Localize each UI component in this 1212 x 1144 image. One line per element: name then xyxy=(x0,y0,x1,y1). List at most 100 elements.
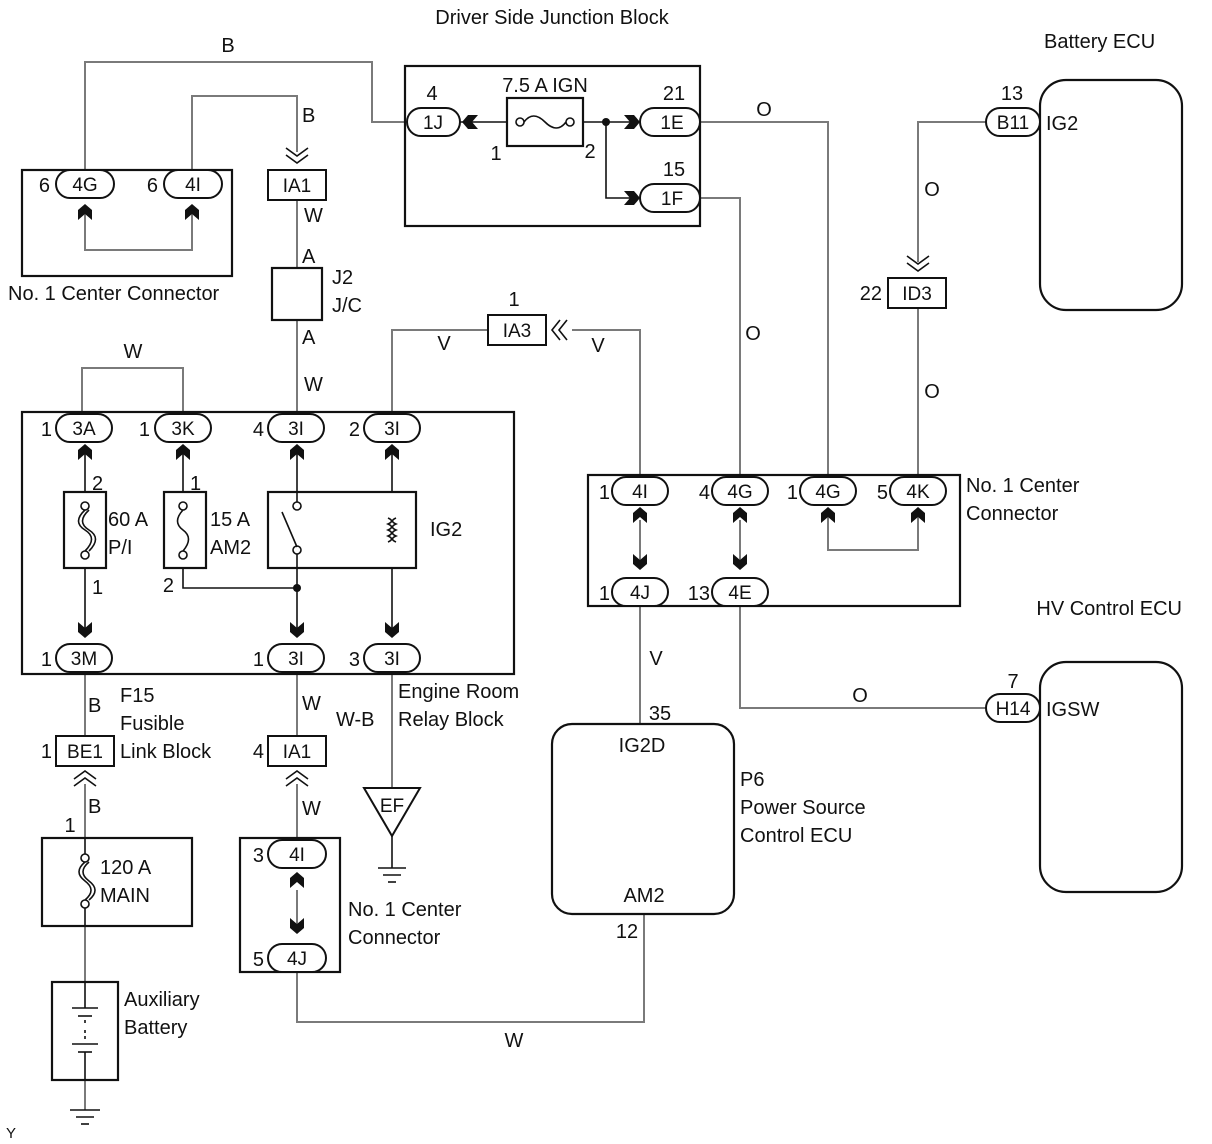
ecu-pin-ig2d: IG2D xyxy=(619,735,666,757)
pin-1j: 4 xyxy=(426,83,437,105)
pin-4j-right: 1 xyxy=(599,583,610,605)
conn-4j-right: 4J xyxy=(630,583,650,604)
wire-b-top xyxy=(84,61,405,170)
conn-1e: 1E xyxy=(660,113,683,134)
wire-color-3m-b: B xyxy=(88,695,101,717)
conn-4j-bottom: 4J xyxy=(287,949,307,970)
f15-label-3: Link Block xyxy=(120,741,212,763)
am2-fuse-name: AM2 xyxy=(210,537,251,559)
pin-4g-right-1: 4 xyxy=(699,482,710,504)
center-connector-label-right-2: Connector xyxy=(966,503,1059,525)
wire-o-1f-4g xyxy=(700,197,741,475)
conn-ia3: IA3 xyxy=(503,321,532,342)
pin-am2-bottom: 2 xyxy=(163,575,174,597)
pin-ig2d: 35 xyxy=(649,703,671,725)
wire-v-ia3-4i xyxy=(572,329,641,475)
wire-b-ia1 xyxy=(191,95,298,170)
pin-am2-ecu: 12 xyxy=(616,921,638,943)
wire-o-4e-h14 xyxy=(739,606,986,709)
conn-3a: 3A xyxy=(72,419,96,440)
wire-o-1e-4g xyxy=(700,121,829,475)
ef-ground-icon xyxy=(362,787,422,883)
pin-4e: 13 xyxy=(688,583,710,605)
conn-id3: ID3 xyxy=(902,284,932,305)
conn-3i-d: 3I xyxy=(384,649,400,670)
connector-pills xyxy=(55,107,1041,973)
conn-ia1-top: IA1 xyxy=(283,176,312,197)
power-source-control-ecu xyxy=(550,722,736,916)
wire-color-ia1-w2: W xyxy=(302,798,321,820)
pin-pi-top: 2 xyxy=(92,473,103,495)
wire-color-ia3-v1: V xyxy=(437,333,451,355)
pin-am2-top: 1 xyxy=(190,473,201,495)
wire-color-1e-o: O xyxy=(756,99,772,121)
wire-color-ia3-v2: V xyxy=(591,335,605,357)
battery-ecu-title: Battery ECU xyxy=(1044,31,1155,53)
main-fuse-box xyxy=(40,836,194,928)
pin-fuse-in: 1 xyxy=(490,143,501,165)
conn-b11: B11 xyxy=(997,113,1029,134)
wire-color-top-b: B xyxy=(221,35,234,57)
conn-3i-a: 3I xyxy=(288,419,304,440)
j2-label: J2 xyxy=(332,267,353,289)
conn-3i-c: 3I xyxy=(288,649,304,670)
aux-battery-label-2: Battery xyxy=(124,1017,187,1039)
ecu-pin-igsw: IGSW xyxy=(1046,699,1099,721)
pin-3a: 1 xyxy=(41,419,52,441)
hv-ecu-title: HV Control ECU xyxy=(1036,598,1182,620)
p6-label-1: P6 xyxy=(740,769,764,791)
wire-color-h14-o: O xyxy=(852,685,868,707)
pin-ia3: 1 xyxy=(508,289,519,311)
relay-splice xyxy=(293,584,301,592)
battery-symbol xyxy=(72,982,98,1080)
conn-4g-right-1: 4G xyxy=(727,482,752,503)
pin-b11: 13 xyxy=(1001,83,1023,105)
center-connector-label-bottom-1: No. 1 Center xyxy=(348,899,462,921)
ig2-relay xyxy=(266,490,418,570)
pin-ia1-bottom: 4 xyxy=(253,741,264,763)
p6-label-2: Power Source xyxy=(740,797,866,819)
pin-main: 1 xyxy=(64,815,75,837)
pin-3m: 1 xyxy=(41,649,52,671)
wire-color-j2-a1: A xyxy=(302,246,316,268)
engine-room-label-1: Engine Room xyxy=(398,681,519,703)
wire-color-j2-w: W xyxy=(304,374,323,396)
wire-color-b11-o: O xyxy=(924,179,940,201)
conn-4g-right-2: 4G xyxy=(815,482,840,503)
conn-ef: EF xyxy=(380,796,404,817)
pin-id3: 22 xyxy=(860,283,882,305)
diagram-labels: Driver Side Junction Block Battery ECU H… xyxy=(6,7,1182,1142)
conn-be1: BE1 xyxy=(67,742,103,763)
wire-color-wb: W-B xyxy=(336,709,375,731)
wire-color-j2-a2: A xyxy=(302,327,316,349)
pi-fuse xyxy=(62,490,108,570)
pin-4g-top: 6 xyxy=(39,175,50,197)
wire-4g-4k-loop xyxy=(827,515,919,551)
conn-ia1-bottom: IA1 xyxy=(283,742,312,763)
conn-4g-top: 4G xyxy=(72,175,97,196)
pin-3i-a: 4 xyxy=(253,419,264,441)
pin-3i-b: 2 xyxy=(349,419,360,441)
junction-block-title: Driver Side Junction Block xyxy=(435,7,669,29)
am2-fuse-amp: 15 A xyxy=(210,509,251,531)
ig2-relay-label: IG2 xyxy=(430,519,462,541)
connector-tags xyxy=(55,169,947,767)
jc-label: J/C xyxy=(332,295,362,317)
wire-color-top-b2: B xyxy=(302,105,315,127)
f15-label-2: Fusible xyxy=(120,713,184,735)
pin-4i-right: 1 xyxy=(599,482,610,504)
f15-label-1: F15 xyxy=(120,685,154,707)
pin-1f: 15 xyxy=(663,159,685,181)
wire-color-1f-o: O xyxy=(745,323,761,345)
pin-4i-bottom: 3 xyxy=(253,845,264,867)
center-connector-top-box xyxy=(20,168,234,278)
wire-color-ia1-w: W xyxy=(304,205,323,227)
am2-fuse xyxy=(162,490,208,570)
conn-3i-b: 3I xyxy=(384,419,400,440)
wire-w-bottom xyxy=(296,914,645,1023)
ecu-pin-am2: AM2 xyxy=(623,885,664,907)
pin-4k: 5 xyxy=(877,482,888,504)
conn-3m: 3M xyxy=(71,649,97,670)
conn-1f: 1F xyxy=(661,189,683,210)
